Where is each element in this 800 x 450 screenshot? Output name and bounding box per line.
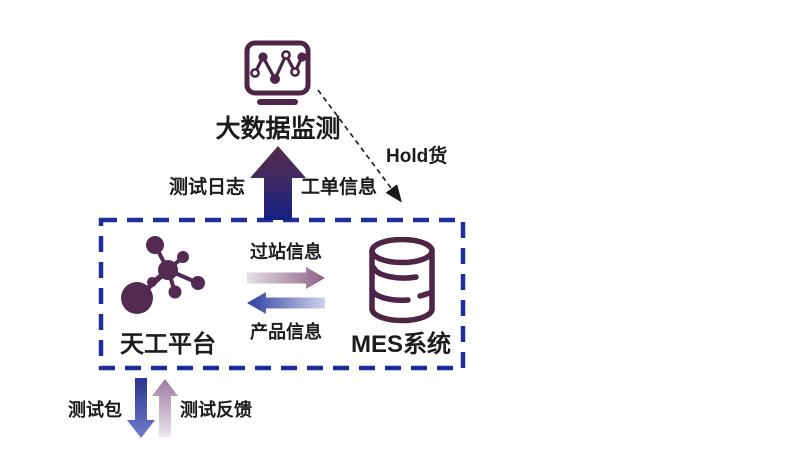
- test-feedback-up-arrow: [152, 379, 178, 437]
- monitor-node-label: 大数据监测: [215, 115, 341, 143]
- station-pass-label: 过站信息: [250, 242, 322, 262]
- line-chart-monitor-icon: [244, 40, 311, 105]
- station-pass-right-arrow: [247, 267, 325, 289]
- mes-node-label: MES系统: [350, 331, 451, 358]
- network-nodes-icon: [121, 236, 205, 314]
- database-icon: [369, 237, 435, 324]
- platform-node-label: 天工平台: [120, 331, 216, 358]
- test-feedback-label: 测试反馈: [180, 400, 252, 420]
- product-info-label: 产品信息: [250, 322, 322, 342]
- mes-boundary-dashed-box: [98, 217, 466, 371]
- upload-big-arrow: [250, 146, 306, 220]
- hold-dashed-arrow: [317, 89, 402, 203]
- test-log-label: 测试日志: [168, 177, 245, 198]
- work-order-label: 工单信息: [300, 177, 377, 198]
- test-package-label: 测试包: [68, 400, 122, 420]
- hold-label: Hold货: [386, 146, 448, 167]
- test-package-down-arrow: [127, 378, 155, 438]
- product-info-left-arrow: [247, 292, 325, 314]
